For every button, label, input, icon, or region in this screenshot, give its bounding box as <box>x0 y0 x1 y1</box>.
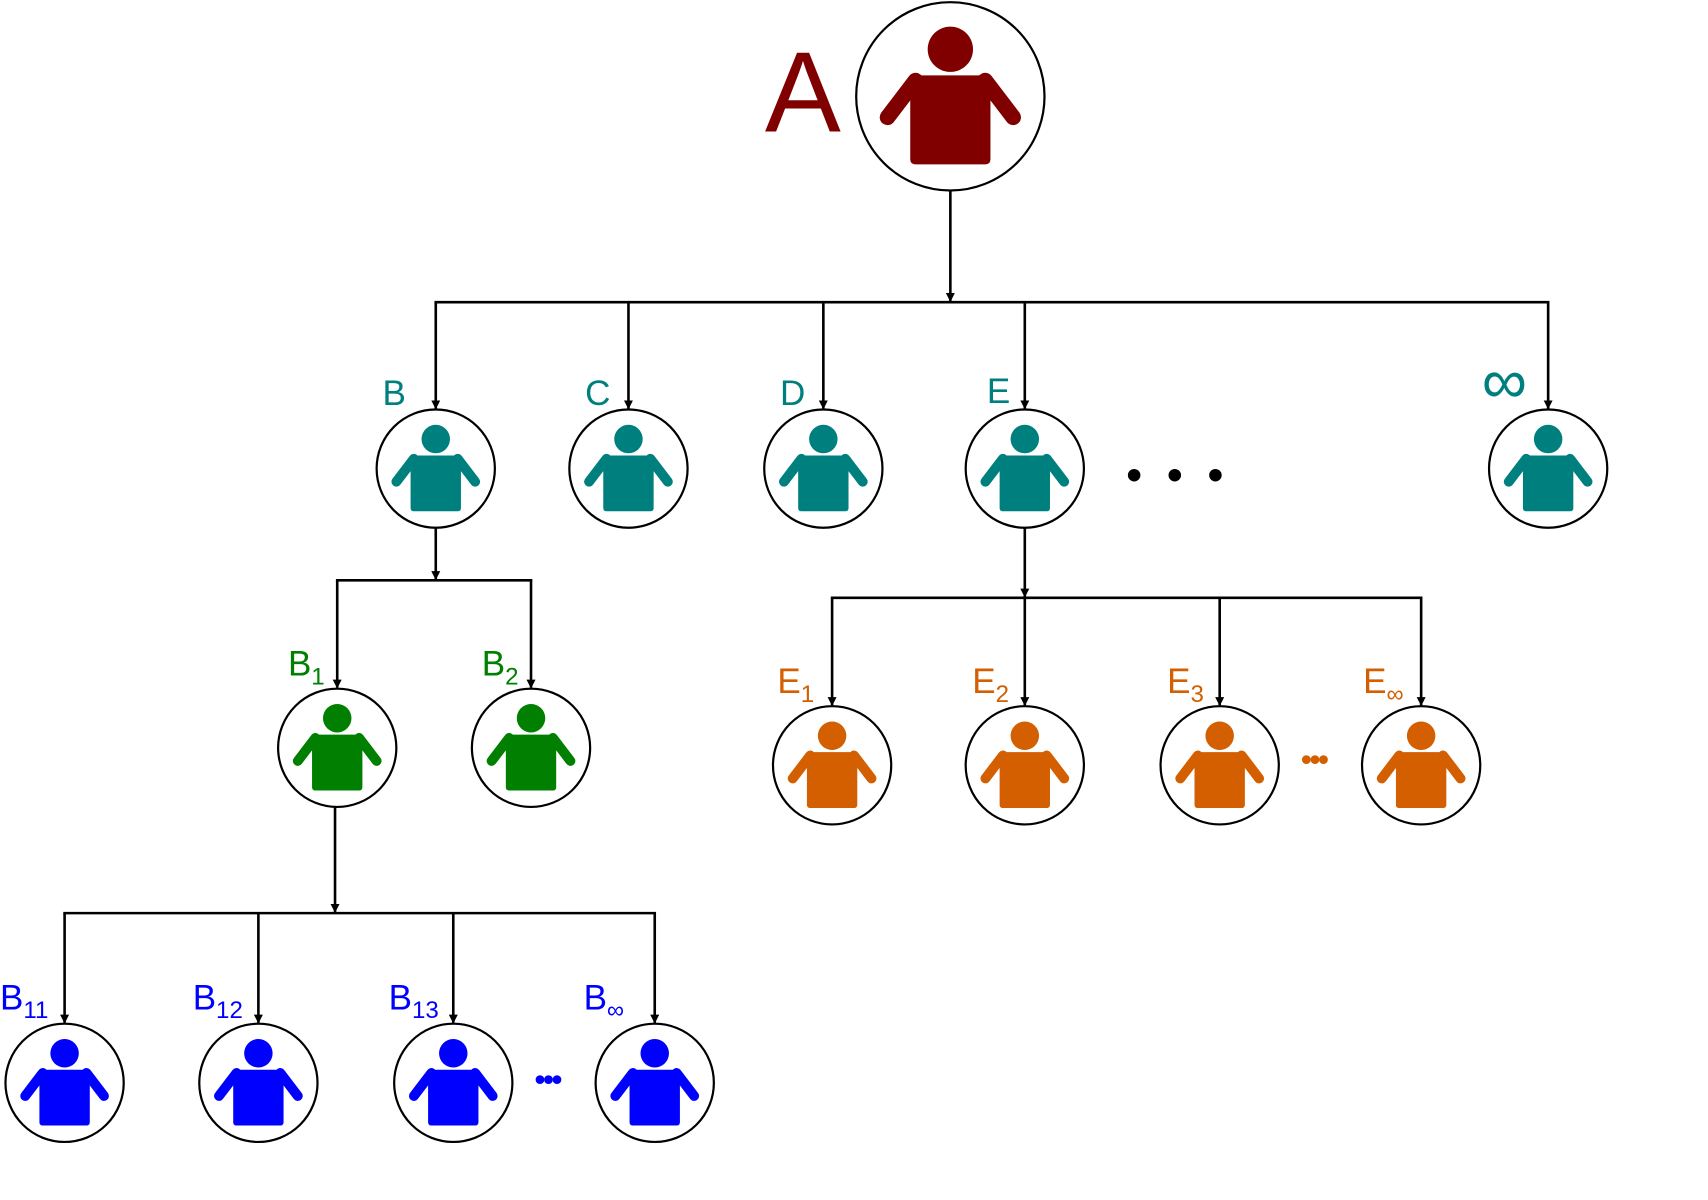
person-icon <box>408 1039 498 1126</box>
person-icon <box>980 424 1070 512</box>
node-label-subscript: 11 <box>23 997 48 1024</box>
person-icon <box>391 424 481 512</box>
node-a[interactable] <box>855 1 1046 192</box>
node-d[interactable] <box>763 408 884 529</box>
node-label-subscript: 3 <box>1190 681 1203 708</box>
person-icon <box>1376 721 1466 809</box>
node-c[interactable] <box>568 408 689 529</box>
node-b2[interactable] <box>470 687 592 809</box>
node-b11[interactable] <box>4 1022 125 1144</box>
node-label-b11: B11 <box>0 978 48 1024</box>
node-b12[interactable] <box>198 1022 319 1144</box>
node-label-b2: B2 <box>482 645 519 691</box>
node-e2[interactable] <box>964 705 1086 826</box>
node-label-subscript: 1 <box>801 681 814 708</box>
node-label-b12: B12 <box>193 978 243 1024</box>
node-label-subscript: ∞ <box>1386 681 1403 708</box>
person-icon <box>779 424 868 512</box>
node-label-subscript: 2 <box>505 663 518 690</box>
ellipsis-layer: • • • ••• ••• <box>535 450 1331 1096</box>
node-label-e1: E1 <box>777 662 814 708</box>
node-label-b13: B13 <box>389 978 439 1024</box>
edges-from-A <box>431 190 1553 410</box>
person-icon <box>787 721 877 809</box>
node-b[interactable] <box>375 408 496 529</box>
nodes-layer <box>4 1 1609 1144</box>
node-label-b: B <box>382 374 405 413</box>
node-b1[interactable] <box>276 687 398 809</box>
person-icon <box>584 424 673 512</box>
node-inf[interactable] <box>1487 408 1609 529</box>
node-b13[interactable] <box>393 1022 514 1144</box>
person-icon <box>879 26 1021 165</box>
person-icon <box>1175 721 1265 809</box>
node-label-einf: E∞ <box>1363 662 1404 708</box>
node-label-b1: B1 <box>288 645 325 691</box>
person-icon <box>980 721 1070 809</box>
edges-from-B <box>332 527 536 689</box>
node-label-inf: ∞ <box>1482 347 1527 417</box>
node-label-subscript: ∞ <box>607 997 624 1024</box>
level1-ellipsis: • • • <box>1126 450 1229 499</box>
node-label-e2: E2 <box>972 662 1009 708</box>
node-binf[interactable] <box>594 1022 715 1144</box>
person-icon <box>214 1039 303 1126</box>
person-icon <box>20 1039 109 1126</box>
node-label-subscript: 1 <box>311 663 324 690</box>
node-e1[interactable] <box>771 705 893 826</box>
node-label-binf: B∞ <box>584 978 625 1024</box>
edges-from-E <box>827 527 1426 707</box>
person-icon <box>1503 424 1593 512</box>
edges-layer <box>60 190 1553 1024</box>
node-label-c: C <box>585 374 610 413</box>
node-e[interactable] <box>964 408 1086 529</box>
e-ellipsis: ••• <box>1301 743 1328 777</box>
node-label-subscript: 12 <box>216 997 243 1024</box>
node-e3[interactable] <box>1159 705 1280 826</box>
b1-ellipsis: ••• <box>535 1062 562 1096</box>
person-icon <box>486 704 576 791</box>
person-icon <box>610 1039 700 1126</box>
node-label-a: A <box>765 29 841 156</box>
node-einf[interactable] <box>1360 705 1482 826</box>
node-label-subscript: 13 <box>412 997 439 1024</box>
node-label-e: E <box>987 372 1010 411</box>
node-label-e3: E3 <box>1167 662 1204 708</box>
node-label-d: D <box>780 374 805 413</box>
edges-from-B1 <box>60 806 660 1024</box>
person-icon <box>292 704 382 791</box>
node-label-subscript: 2 <box>996 681 1009 708</box>
